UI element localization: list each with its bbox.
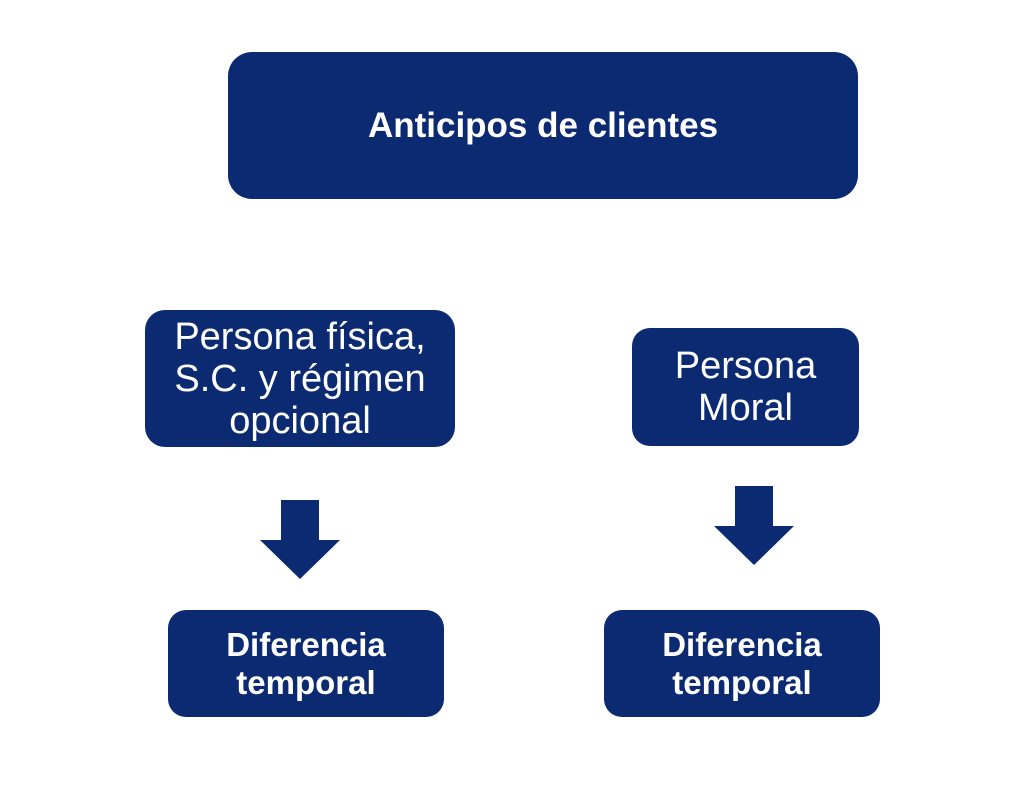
root-node-label: Anticipos de clientes xyxy=(367,105,719,145)
down-arrow-icon xyxy=(260,500,340,579)
result-node-label: Diferencia temporal xyxy=(662,625,822,701)
branch-node-label: Persona física, S.C. y régimen opcional xyxy=(174,315,426,442)
branch-node-label: Persona Moral xyxy=(674,345,817,429)
branch-node-persona-fisica: Persona física, S.C. y régimen opcional xyxy=(145,310,455,447)
result-node-right: Diferencia temporal xyxy=(604,610,880,717)
root-node: Anticipos de clientes xyxy=(228,52,858,199)
down-arrow-icon xyxy=(714,486,794,565)
result-node-left: Diferencia temporal xyxy=(168,610,444,717)
result-node-label: Diferencia temporal xyxy=(226,625,386,701)
branch-node-persona-moral: Persona Moral xyxy=(632,328,859,446)
